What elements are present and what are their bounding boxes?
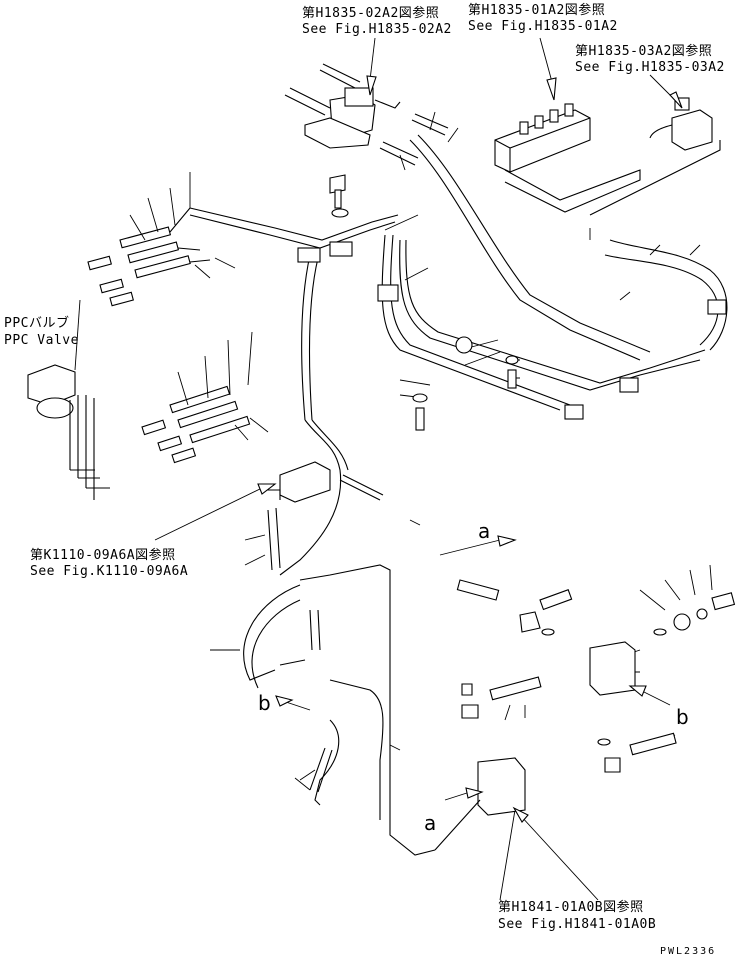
ref-h1835-03a2-en: See Fig.H1835-03A2 <box>575 60 725 75</box>
lower-left-hoses <box>243 564 436 856</box>
ppc-upper-fittings <box>87 207 211 307</box>
ref-h1835-01a2-en: See Fig.H1835-01A2 <box>468 19 618 34</box>
ppc-lower-fittings <box>141 385 251 464</box>
ppc-valve-label-ja: PPCバルブ <box>4 316 70 331</box>
marker-b-left: b <box>258 691 272 715</box>
ref-h1835-03a2-ja: 第H1835-03A2図参照 <box>575 44 713 59</box>
right-fittings <box>434 579 736 851</box>
mid-valve-assembly <box>265 461 384 571</box>
ref-k1110-09a6a-en: See Fig.K1110-09A6A <box>30 564 189 579</box>
small-valve <box>649 97 713 151</box>
ppc-valve-label-en: PPC Valve <box>4 333 79 348</box>
marker-a-lower: a <box>424 811 437 835</box>
marker-a-upper: a <box>478 519 491 543</box>
upper-valve-assembly <box>284 63 449 166</box>
ref-h1841-01a0b-en: See Fig.H1841-01A0B <box>498 917 657 932</box>
marker-b-right: b <box>676 705 690 729</box>
hose-harness <box>189 134 728 576</box>
ref-h1841-01a0b-ja: 第H1841-01A0B図参照 <box>498 900 644 915</box>
clamps <box>297 241 727 420</box>
ppc-valve-body <box>27 364 110 500</box>
ref-h1835-02a2-ja: 第H1835-02A2図参照 <box>302 6 440 21</box>
ref-k1110-09a6a-ja: 第K1110-09A6A図参照 <box>30 548 176 563</box>
leader-lines <box>74 111 713 901</box>
manifold-assembly <box>494 103 721 216</box>
bolts-washers <box>329 174 519 431</box>
reference-arrows <box>154 37 683 901</box>
ref-h1835-01a2-ja: 第H1835-01A2図参照 <box>468 3 606 18</box>
ref-h1835-02a2-en: See Fig.H1835-02A2 <box>302 22 452 37</box>
drawing-id: PWL2336 <box>660 946 717 957</box>
